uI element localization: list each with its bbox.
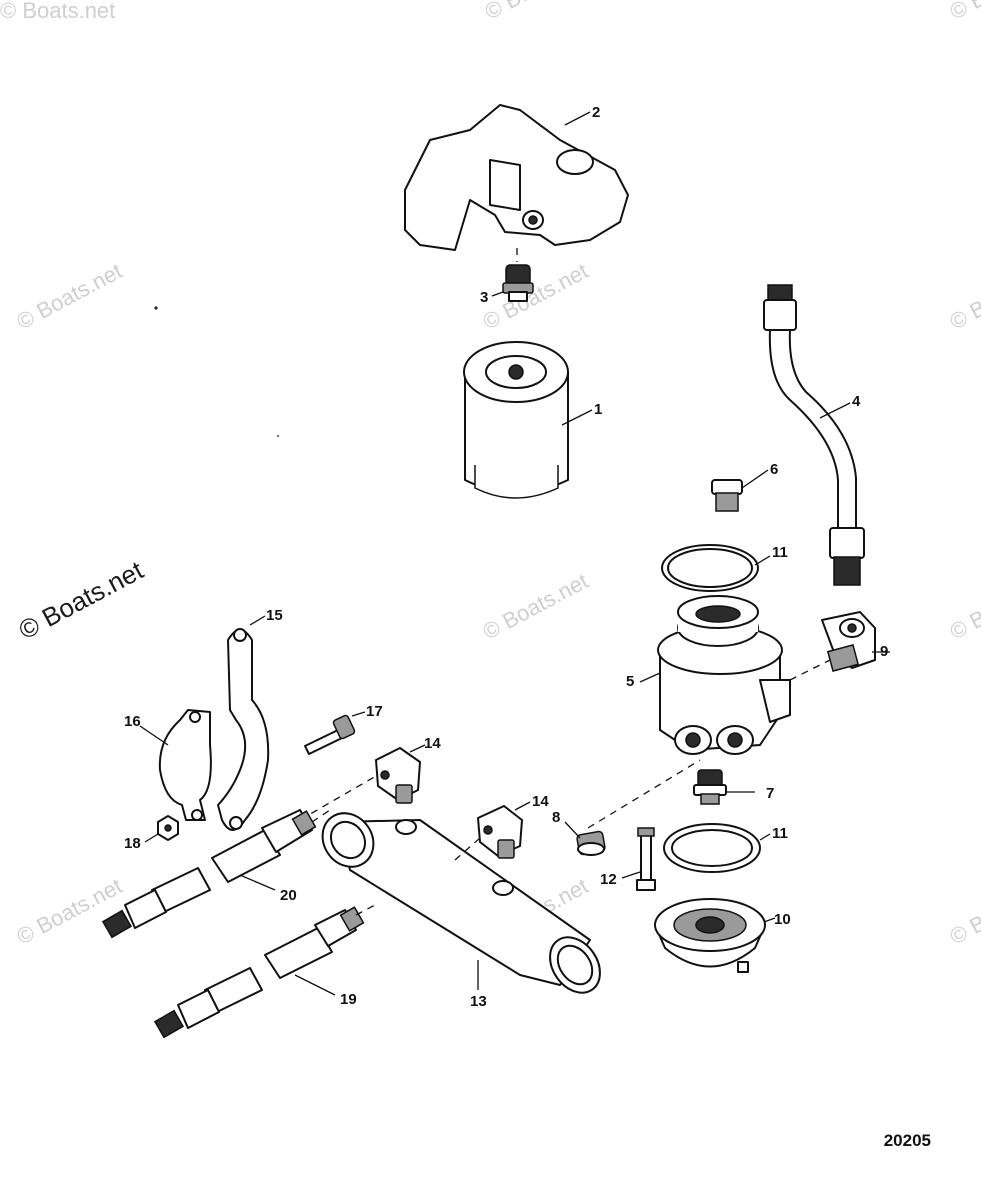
callout-10: 10 bbox=[774, 911, 791, 928]
watermark: © Boats.net bbox=[0, 0, 115, 23]
callout-11-lower: 11 bbox=[772, 825, 788, 842]
watermark: © Boats.net bbox=[946, 873, 981, 949]
callout-1: 1 bbox=[594, 401, 602, 418]
callout-5: 5 bbox=[626, 673, 634, 690]
fitting-part-8 bbox=[564, 759, 701, 856]
scan-speck bbox=[277, 435, 279, 437]
sealing-ring-part-11-lower bbox=[663, 823, 771, 873]
watermark: © Boats.net bbox=[481, 0, 595, 24]
nut-part-18 bbox=[144, 815, 179, 843]
callout-14-right: 14 bbox=[532, 793, 549, 810]
callout-2: 2 bbox=[592, 104, 600, 121]
oil-line-part-4 bbox=[763, 284, 865, 586]
o-ring-part-11-upper bbox=[661, 544, 771, 592]
watermark: © Boats.net bbox=[13, 258, 127, 334]
callout-8: 8 bbox=[552, 809, 560, 826]
hose-fitting-part-20 bbox=[101, 809, 331, 939]
callout-6: 6 bbox=[770, 461, 778, 478]
plug-part-3 bbox=[491, 248, 534, 302]
cooler-part-13 bbox=[299, 775, 601, 994]
watermark: © Boats.net bbox=[479, 568, 593, 644]
filter-adapter-part-2 bbox=[404, 104, 629, 251]
callout-3: 3 bbox=[480, 289, 488, 306]
diagram-number: 20205 bbox=[883, 1131, 931, 1150]
hose-fitting-part-19 bbox=[153, 904, 376, 1039]
callout-9: 9 bbox=[880, 643, 888, 660]
watermark: © Boats.net bbox=[13, 873, 127, 949]
callout-15: 15 bbox=[266, 607, 283, 624]
scan-speck bbox=[154, 306, 158, 310]
callout-4: 4 bbox=[852, 393, 861, 410]
watermark-prominent: © Boats.net bbox=[14, 554, 149, 645]
watermark: © Boats.net bbox=[479, 258, 593, 334]
fitting-part-6 bbox=[711, 469, 769, 512]
callout-20: 20 bbox=[280, 887, 297, 904]
filter-base-part-10 bbox=[654, 898, 776, 973]
callout-13: 13 bbox=[470, 993, 487, 1010]
watermark: © Boats.net bbox=[946, 258, 981, 334]
callout-7: 7 bbox=[766, 785, 774, 802]
callout-17: 17 bbox=[366, 703, 383, 720]
callout-18: 18 bbox=[124, 835, 141, 852]
callout-12: 12 bbox=[600, 871, 617, 888]
elbow-fitting-part-9 bbox=[789, 611, 890, 681]
callout-19: 19 bbox=[340, 991, 357, 1008]
plug-part-7 bbox=[693, 769, 755, 805]
elbow-part-14-right bbox=[477, 801, 531, 859]
bolt-part-12 bbox=[621, 827, 656, 891]
oil-filter-part-1 bbox=[463, 341, 593, 499]
callout-14-left: 14 bbox=[424, 735, 441, 752]
elbow-part-14-left bbox=[375, 744, 426, 804]
watermark: © Boats.net bbox=[946, 568, 981, 644]
clamp-part-16 bbox=[139, 709, 212, 821]
screw-part-17 bbox=[304, 711, 366, 755]
callout-11-upper: 11 bbox=[772, 544, 788, 561]
watermark: © Boats.net bbox=[946, 0, 981, 24]
bracket-part-15 bbox=[217, 615, 270, 831]
filter-housing-part-5 bbox=[639, 595, 791, 755]
callout-labels: 1 2 3 4 5 6 7 8 9 10 11 11 12 13 14 14 1… bbox=[124, 104, 888, 1010]
callout-16: 16 bbox=[124, 713, 141, 730]
